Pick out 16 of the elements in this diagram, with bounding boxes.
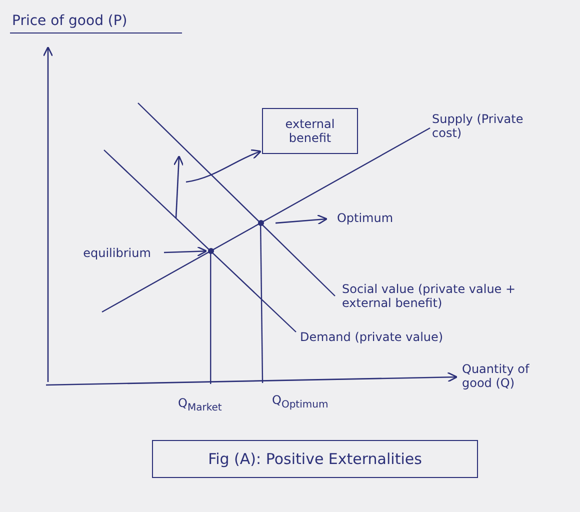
intersection-point bbox=[208, 248, 214, 254]
caption-box: Fig (A): Positive Externalities bbox=[152, 440, 478, 478]
intersection-point bbox=[258, 220, 264, 226]
point-label: Optimum bbox=[330, 211, 400, 227]
axis-tick-label: Q$_{Market}$ bbox=[178, 396, 223, 416]
arrow bbox=[164, 246, 208, 257]
axis-tick-label: Q$_{Optimum}$ bbox=[272, 393, 330, 412]
arrow bbox=[186, 149, 262, 183]
axis-label: Price of good (P) bbox=[12, 14, 128, 28]
arrow bbox=[276, 214, 328, 225]
label-box: external benefit bbox=[262, 108, 358, 154]
curve-label: Social value (private value + external benefit) bbox=[342, 282, 517, 310]
curve-label: Demand (private value) bbox=[300, 330, 444, 344]
curve-label: Supply (Private cost) bbox=[432, 112, 524, 140]
axis-label: Quantity of good (Q) bbox=[462, 362, 530, 390]
point-label: equilibrium bbox=[72, 246, 162, 262]
